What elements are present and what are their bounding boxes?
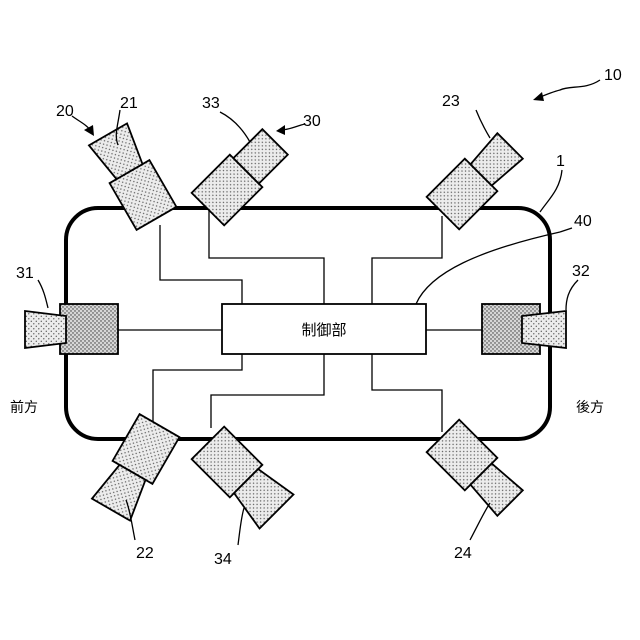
label-40: 40 [574,213,592,230]
label-1: 1 [556,153,565,170]
label-31: 31 [16,265,34,282]
label-32: 32 [572,263,590,280]
camera-32 [482,304,566,354]
label-23: 23 [442,93,460,110]
front-direction-label: 前方 [10,399,38,416]
label-22: 22 [136,545,154,562]
camera-31 [25,304,118,354]
controller-label: 制御部 [301,321,346,339]
label-20: 20 [56,103,74,120]
rear-direction-label: 後方 [576,400,604,416]
label-30: 30 [303,113,321,130]
label-33: 33 [202,95,220,112]
label-10: 10 [604,67,622,84]
label-34: 34 [214,551,232,568]
label-24: 24 [454,545,472,562]
label-21: 21 [120,95,138,112]
